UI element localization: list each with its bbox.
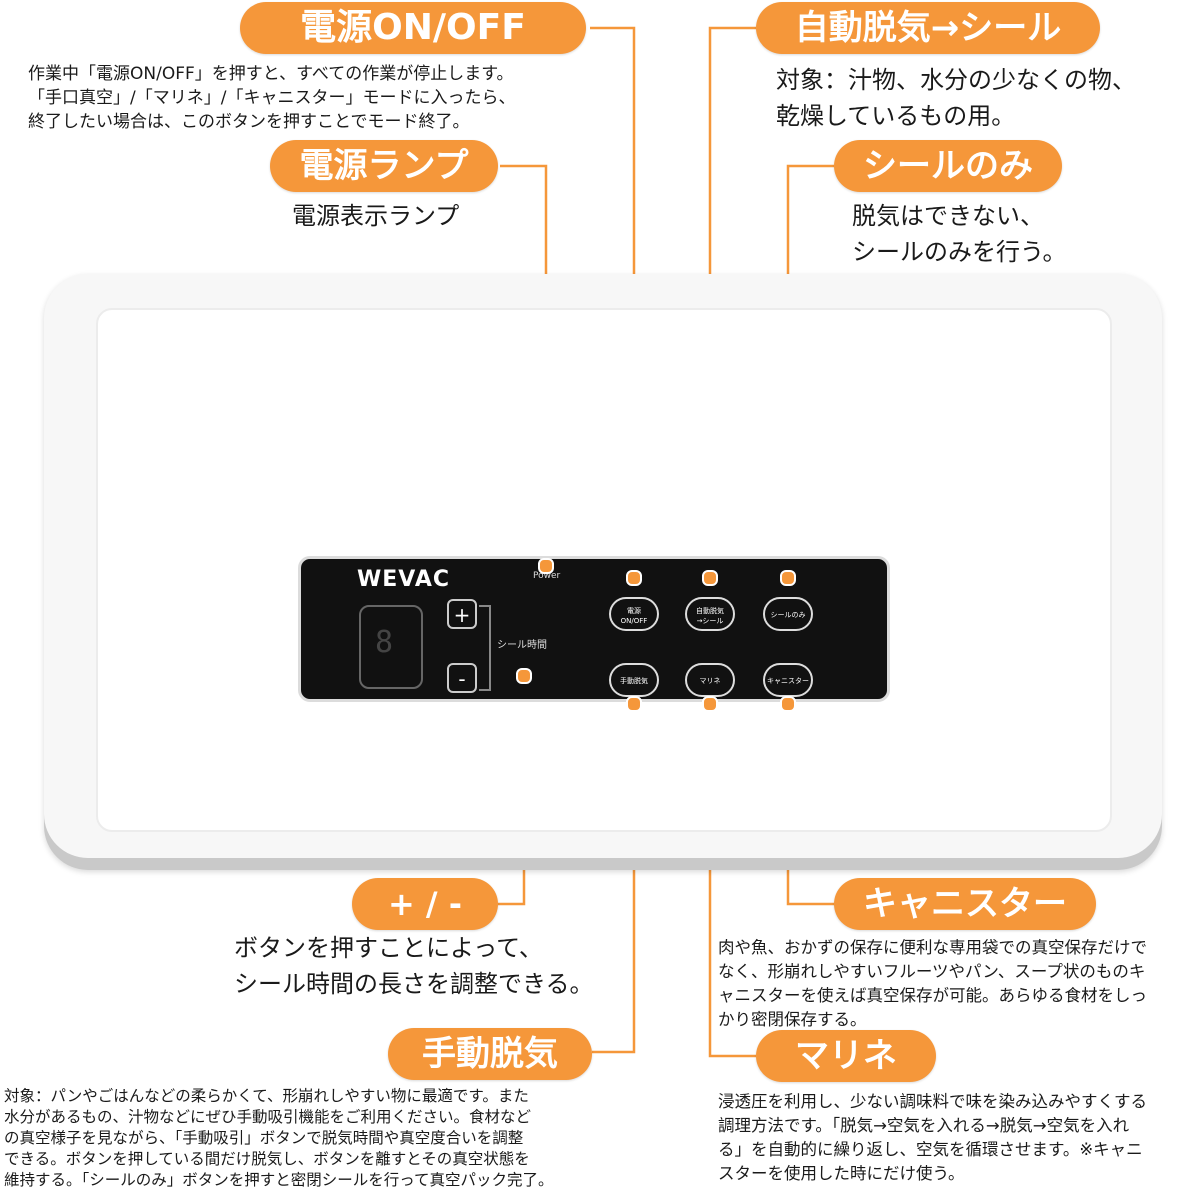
seal-time-label: シール時間 (497, 640, 547, 651)
callout-canister-description: 肉や魚、おかずの保存に便利な専用袋での真空保存だけで なく、形崩れしやすいフルー… (718, 938, 1147, 1029)
manual-vacuum-button[interactable]: 手動脱気 (609, 663, 659, 697)
callout-power-lamp-title: 電源ランプ (270, 140, 498, 192)
power-lamp-indicator-dot (538, 558, 554, 574)
callout-power-onoff-description: 作業中「電源ON/OFF」を押すと、すべての作業が停止します。 「手口真空」/「… (28, 64, 516, 132)
display-digit: 8 (375, 625, 394, 660)
callout-canister-title: キャニスター (834, 878, 1096, 930)
power-button-indicator-dot (626, 570, 642, 586)
marinate-indicator-dot (702, 696, 718, 712)
callout-auto-description: 対象：汁物、水分の少なくの物、 乾燥しているもの用。 (776, 66, 1136, 130)
seal-time-bracket (479, 605, 491, 691)
callout-plus-minus-description: ボタンを押すことによって、 シール時間の長さを調整できる。 (234, 934, 594, 998)
marinate-button[interactable]: マリネ (685, 663, 735, 697)
control-panel: WEVAC Power 8 + - シール時間 電源 ON/OFF 自動脱気 →… (298, 556, 890, 702)
manual-indicator-dot (626, 696, 642, 712)
seal-only-indicator-dot (780, 570, 796, 586)
brand-logo: WEVAC (357, 567, 450, 592)
callout-manual-description: 対象：パンやごはんなどの柔らかくて、形崩れしやすい物に最適です。また 水分がある… (4, 1087, 554, 1189)
callout-seal-only-title: シールのみ (834, 140, 1062, 192)
callout-power-onoff-title: 電源ON/OFF (240, 2, 586, 54)
auto-vacuum-seal-button[interactable]: 自動脱気 →シール (685, 597, 735, 631)
power-label: Power (533, 571, 561, 581)
minus-button[interactable]: - (447, 663, 477, 693)
plus-button[interactable]: + (447, 599, 477, 629)
canister-button[interactable]: キャニスター (763, 663, 813, 697)
auto-button-indicator-dot (702, 570, 718, 586)
canister-indicator-dot (780, 696, 796, 712)
callout-auto-title: 自動脱気→シール (756, 2, 1100, 54)
callout-seal-only-description: 脱気はできない、 シールのみを行う。 (852, 202, 1067, 266)
callout-manual-title: 手動脱気 (388, 1028, 592, 1080)
power-onoff-button[interactable]: 電源 ON/OFF (609, 597, 659, 631)
callout-plus-minus-title: + / - (352, 878, 498, 930)
seal-only-button[interactable]: シールのみ (763, 597, 813, 631)
callout-power-lamp-description: 電源表示ランプ (292, 202, 460, 230)
seal-time-indicator-dot (516, 668, 532, 684)
callout-marinate-description: 浸透圧を利用し、少ない調味料で味を染み込みやすくする 調理方法です。「脱気→空気… (718, 1092, 1147, 1183)
seal-time-display: 8 (359, 605, 423, 689)
callout-marinate-title: マリネ (756, 1030, 936, 1082)
